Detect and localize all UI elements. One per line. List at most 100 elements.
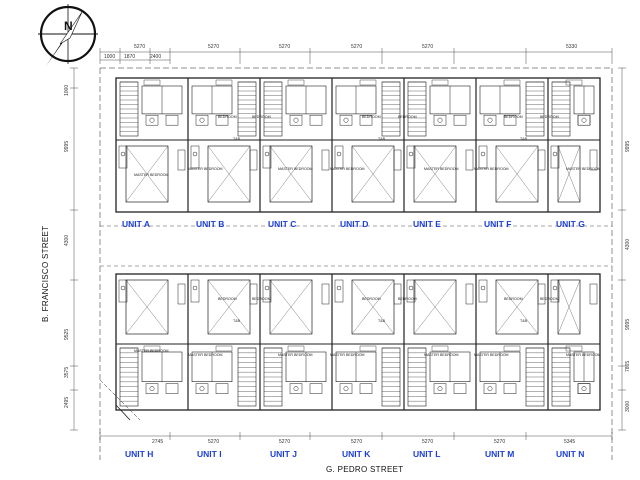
plan-room — [413, 145, 457, 203]
plan-fixture — [480, 151, 486, 157]
left-street-label: B. FRANCISCO STREET — [41, 226, 50, 322]
plan-room — [453, 114, 467, 126]
plan-line — [115, 404, 131, 421]
plan-room — [207, 145, 251, 203]
plan-room — [393, 283, 402, 305]
room-label: MASTER BEDROOM — [330, 353, 365, 357]
room-label: MASTER BEDROOM — [188, 167, 223, 171]
room-label: BEDROOM — [398, 115, 417, 119]
plan-room — [359, 79, 377, 86]
plan-room — [339, 114, 353, 126]
dim-text: 5270 — [422, 44, 433, 50]
plan-fixture — [487, 386, 493, 392]
plan-room — [406, 145, 416, 169]
dim-text: 5270 — [494, 439, 505, 445]
plan-line — [99, 379, 141, 421]
plan-room — [269, 145, 313, 203]
dim-text: 9525 — [64, 329, 70, 340]
dim-text: 3575 — [64, 367, 70, 378]
plan-room — [115, 77, 601, 213]
plan-room — [381, 347, 401, 407]
plan-room — [321, 283, 330, 305]
plan-room — [309, 383, 323, 394]
plan-room — [495, 279, 539, 335]
plan-room — [393, 149, 402, 171]
plan-line — [269, 145, 313, 203]
dim-text: 9995 — [625, 319, 631, 330]
plan-fixture — [581, 117, 587, 123]
plan-fixture — [264, 285, 270, 291]
plan-room — [413, 279, 457, 335]
room-label: MASTER BEDROOM — [134, 173, 169, 177]
plan-line — [557, 279, 581, 335]
dim-text: 5345 — [564, 439, 575, 445]
dim-text: 5330 — [566, 44, 577, 50]
plan-fixture — [552, 285, 558, 291]
plan-room — [483, 383, 497, 394]
plan-room — [351, 279, 395, 335]
room-label: BEDROOM — [504, 115, 523, 119]
plan-room — [145, 114, 159, 126]
plan-room — [287, 345, 305, 352]
unit-label: UNIT J — [270, 449, 297, 459]
plan-room — [557, 145, 581, 203]
plan-fixture — [199, 117, 205, 123]
left-dimension-texts: 1000 9995 4300 9525 3575 2495 — [64, 85, 70, 408]
plan-line — [207, 145, 251, 203]
plan-room — [550, 145, 560, 169]
plan-line — [269, 279, 313, 335]
plan-fixture — [487, 117, 493, 123]
room-label: BEDROOM — [252, 297, 271, 301]
room-label: MASTER BEDROOM — [424, 353, 459, 357]
plan-room — [577, 114, 591, 126]
plan-room — [431, 345, 449, 352]
unit-label: UNIT I — [197, 449, 222, 459]
plan-room — [551, 347, 571, 407]
room-label: T&B — [520, 319, 528, 323]
plan-room — [287, 79, 305, 86]
dim-text: 5270 — [422, 439, 433, 445]
plan-room — [263, 347, 283, 407]
plan-room — [143, 345, 161, 352]
plan-fixture — [149, 117, 155, 123]
room-label: MASTER BEDROOM — [424, 167, 459, 171]
room-label: BEDROOM — [398, 297, 417, 301]
dim-text: 5270 — [279, 439, 290, 445]
plan-room — [577, 383, 591, 394]
plan-fixture — [343, 386, 349, 392]
plan-room — [359, 383, 373, 394]
unit-label: UNIT H — [125, 449, 153, 459]
room-labels: MASTER BEDROOM MASTER BEDROOM MASTER BED… — [134, 115, 601, 357]
room-label: BEDROOM — [540, 297, 559, 301]
plan-room — [215, 345, 233, 352]
plan-room — [478, 279, 488, 303]
room-label: T&B — [233, 137, 241, 141]
room-label: MASTER BEDROOM — [188, 353, 223, 357]
dim-text: 2745 — [152, 439, 163, 445]
plan-room — [165, 114, 179, 126]
plan-room — [237, 81, 257, 137]
plan-room — [262, 279, 272, 303]
room-label: MASTER BEDROOM — [134, 349, 169, 353]
dim-text: 3000 — [625, 401, 631, 412]
unit-label: UNIT A — [122, 219, 150, 229]
plan-room — [381, 81, 401, 137]
room-label: MASTER BEDROOM — [474, 167, 509, 171]
plan-room — [406, 279, 416, 303]
plan-room — [551, 81, 571, 137]
plan-room — [503, 383, 517, 394]
unit-label: UNIT B — [196, 219, 224, 229]
plan-room — [589, 149, 598, 171]
plan-room — [359, 114, 373, 126]
dim-text: 5270 — [208, 439, 219, 445]
plan-room — [115, 273, 601, 411]
dim-text: 1870 — [124, 54, 135, 60]
plan-room — [263, 81, 283, 137]
plan-fixture — [408, 285, 414, 291]
room-label: BEDROOM — [252, 115, 271, 119]
room-label: MASTER BEDROOM — [278, 167, 313, 171]
plan-fixture — [343, 117, 349, 123]
plan-fixture — [192, 285, 198, 291]
plan-fixture — [336, 285, 342, 291]
